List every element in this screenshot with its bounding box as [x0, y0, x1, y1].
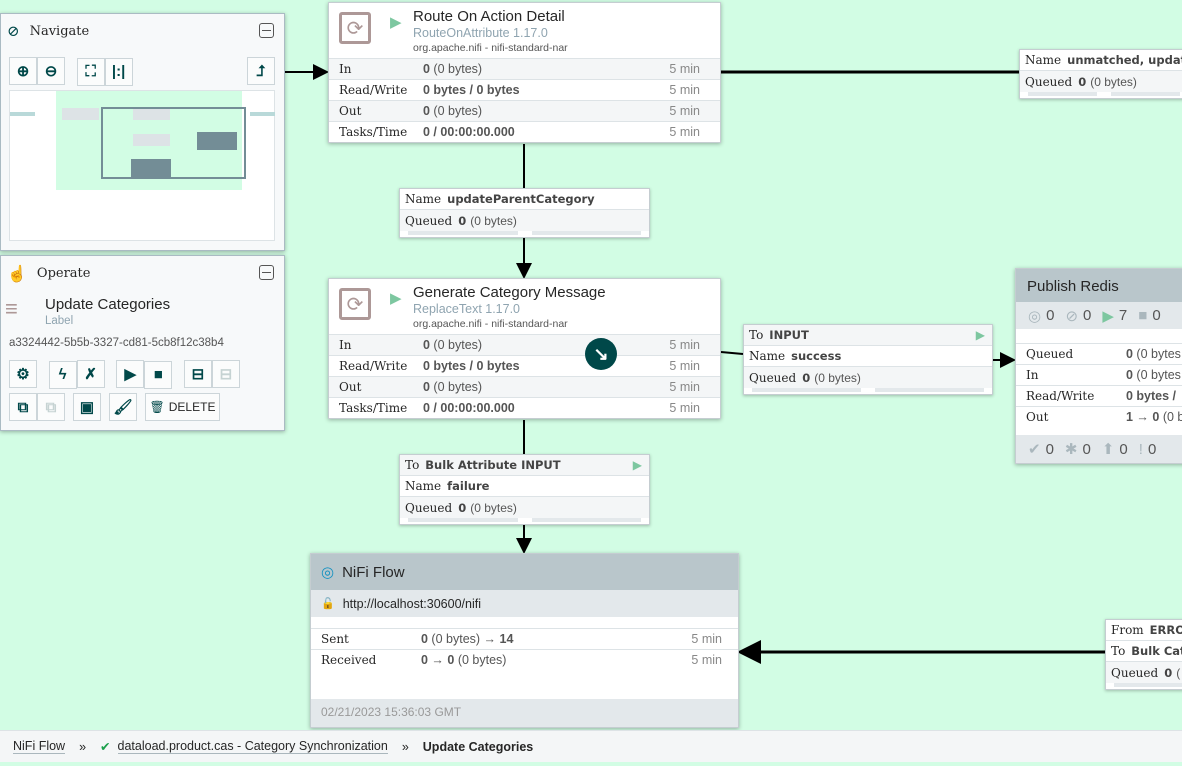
collapse-icon[interactable] [259, 23, 274, 38]
remote-group-url: http://localhost:30600/nifi [342, 596, 481, 611]
bend-point-arrow-icon[interactable]: ↘ [585, 338, 617, 370]
processor-icon: ⟳ [339, 288, 371, 320]
processor-type: ReplaceText 1.17.0 [413, 302, 521, 316]
processor-generate-category-message[interactable]: ⟳ ▶ Generate Category Message ReplaceTex… [328, 278, 721, 419]
operate-title: Operate [36, 265, 91, 281]
processor-type: RouteOnAttribute 1.17.0 [413, 26, 548, 40]
process-group-name: Publish Redis [1016, 269, 1182, 302]
queue-bar [1114, 683, 1182, 687]
birdseye-view[interactable] [9, 90, 275, 241]
not-transmitting-icon: ⊘ [1065, 307, 1079, 325]
locally-modified-icon: ✱ [1064, 441, 1078, 458]
processor-name: Route On Action Detail [413, 8, 565, 25]
queue-bar [1028, 92, 1180, 96]
component-counts: ◎0 ⊘0 ▶7 ■0 [1016, 302, 1182, 329]
processor-route-on-action-detail[interactable]: ⟳ ▶ Route On Action Detail RouteOnAttrib… [328, 2, 721, 143]
viewport-rect[interactable] [101, 107, 246, 179]
processor-name: Generate Category Message [413, 284, 606, 301]
breadcrumb-nifi-flow[interactable]: NiFi Flow [13, 739, 66, 754]
delete-button[interactable]: 🗑DELETE [145, 393, 220, 421]
enable-button[interactable]: ϟ [48, 360, 77, 389]
operate-panel: ☝ Operate ≡ Update Categories Label a3324… [0, 255, 285, 431]
remote-group-name: NiFi Flow [342, 563, 405, 581]
check-icon: ✔ [100, 740, 111, 754]
configure-button[interactable]: ⚙ [9, 360, 37, 388]
copy-button[interactable]: ⧉ [9, 393, 37, 421]
trash-icon: 🗑 [149, 400, 165, 414]
queue-bar [752, 388, 984, 392]
group-button[interactable]: ▣ [73, 393, 101, 421]
leave-group-button[interactable]: ⮥ [247, 57, 275, 85]
up-to-date-icon: ✔ [1028, 441, 1041, 458]
running-icon: ▶ [390, 14, 402, 31]
hand-pointer-icon: ☝ [7, 263, 27, 283]
running-icon: ▶ [1102, 307, 1114, 325]
queue-bar [408, 518, 641, 522]
fit-button[interactable]: ⛶ [76, 57, 105, 86]
processor-icon: ⟳ [339, 12, 371, 44]
processor-bundle: org.apache.nifi - nifi-standard-nar [413, 42, 568, 54]
transmitting-icon: ◎ [1028, 307, 1042, 325]
color-button[interactable]: 🖌 [109, 393, 137, 421]
running-icon: ▶ [975, 328, 985, 342]
start-button[interactable]: ▶ [116, 360, 145, 388]
last-refreshed: 02/21/2023 15:36:03 GMT [311, 699, 738, 727]
sync-failure-icon: ! [1138, 440, 1143, 458]
collapse-icon[interactable] [259, 265, 274, 280]
running-icon: ▶ [632, 458, 642, 472]
zoom-out-button[interactable]: ⊖ [37, 57, 65, 85]
version-counts: ✔0 ✱0 ⬆0 !0 [1016, 435, 1182, 463]
remote-group-icon: ◎ [321, 564, 335, 581]
breadcrumb-separator: » [401, 739, 409, 754]
actual-size-button[interactable]: |:| [104, 57, 133, 86]
selection-id: a3324442-5b5b-3327-cd81-5cb8f12c38b4 [9, 337, 224, 349]
stale-icon: ⬆ [1101, 441, 1115, 458]
paste-button[interactable]: ⧉ [37, 393, 65, 421]
breadcrumb-category-synchronization[interactable]: dataload.product.cas - Category Synchron… [117, 739, 388, 754]
navigate-title: Navigate [29, 23, 90, 39]
upload-template-button[interactable]: ⊟ [211, 360, 240, 388]
breadcrumb: NiFi Flow » ✔ dataload.product.cas - Cat… [0, 730, 1182, 762]
stop-button[interactable]: ■ [144, 360, 173, 389]
breadcrumb-update-categories: Update Categories [422, 739, 534, 754]
unlock-icon: 🔓 [321, 598, 335, 610]
processor-bundle: org.apache.nifi - nifi-standard-nar [413, 318, 568, 330]
running-icon: ▶ [390, 290, 402, 307]
create-template-button[interactable]: ⊟ [183, 360, 212, 388]
compass-icon: ⊘ [7, 22, 20, 40]
queue-bar [408, 231, 641, 235]
remote-process-group-nifi-flow[interactable]: ◎NiFi Flow 🔓http://localhost:30600/nifi … [310, 553, 739, 728]
zoom-in-button[interactable]: ⊕ [9, 57, 37, 85]
label-icon: ≡ [5, 296, 18, 321]
selection-name: Update Categories [45, 296, 171, 313]
stopped-icon: ■ [1138, 307, 1148, 324]
selection-type: Label [45, 315, 74, 327]
breadcrumb-separator: » [79, 739, 87, 754]
disable-button[interactable]: ✗ [76, 360, 105, 388]
navigate-panel: ⊘ Navigate ⊕⊖ ⛶|:| ⮥ [0, 13, 285, 251]
